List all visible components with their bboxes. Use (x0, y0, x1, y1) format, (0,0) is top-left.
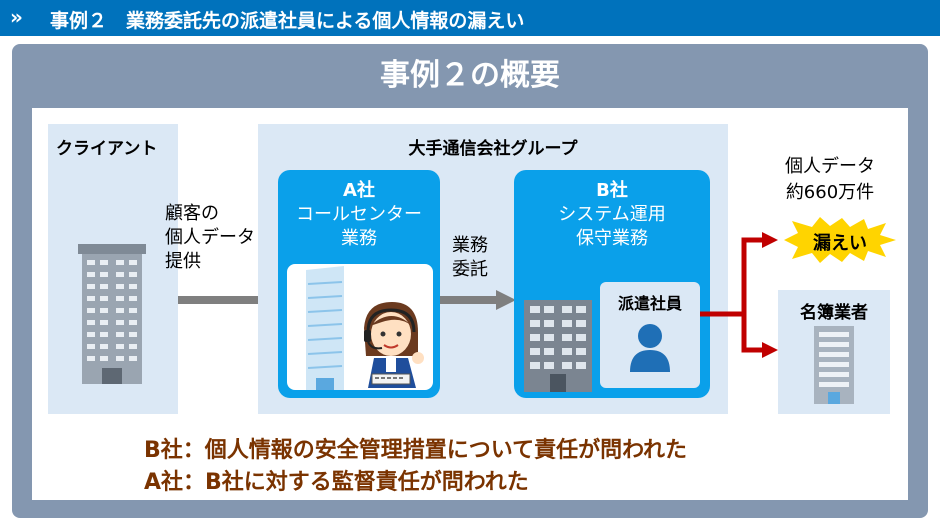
company-b-role-line2: 保守業務 (576, 228, 648, 249)
leak-count: 個人データ 約660万件 (785, 156, 875, 203)
flow-arrow-2-icon (440, 290, 516, 310)
finding-a: A社：B社に対する監督責任が問われた (144, 470, 529, 495)
company-b-building-icon (524, 300, 592, 392)
panel-title: 事例２の概要 (380, 58, 560, 93)
client-label: クライアント (56, 139, 158, 159)
broker-label: 名簿業者 (800, 303, 868, 323)
header-bar: » 事例２ 業務委託先の派遣社員による個人情報の漏えい (0, 0, 940, 36)
finding-b: B社：個人情報の安全管理措置について責任が問われた (144, 438, 688, 463)
leak-burst-label: 漏えい (813, 233, 867, 254)
dispatch-employee-label: 派遣社員 (617, 294, 682, 313)
chevron-icon: » (10, 5, 23, 29)
broker-building-icon (814, 326, 854, 404)
company-a-name: A社 (343, 180, 375, 201)
leak-arrows-icon (700, 232, 778, 358)
company-a-role-line2: 業務 (341, 228, 377, 249)
header-title: 事例２ 業務委託先の派遣社員による個人情報の漏えい (50, 10, 525, 32)
company-a-role-line1: コールセンター (296, 204, 422, 225)
call-operator-icon (364, 302, 424, 388)
flow-outsourcing-label: 業務 委託 (452, 235, 488, 280)
group-label: 大手通信会社グループ (408, 139, 578, 159)
company-b-name: B社 (596, 180, 628, 201)
company-b-role-line1: システム運用 (558, 204, 666, 225)
flow-customer-data-label: 顧客の 個人データ 提供 (165, 203, 255, 272)
person-icon (630, 324, 670, 372)
office-tower-icon (306, 266, 344, 390)
leak-burst-icon (784, 217, 896, 263)
client-building-icon (78, 244, 146, 384)
